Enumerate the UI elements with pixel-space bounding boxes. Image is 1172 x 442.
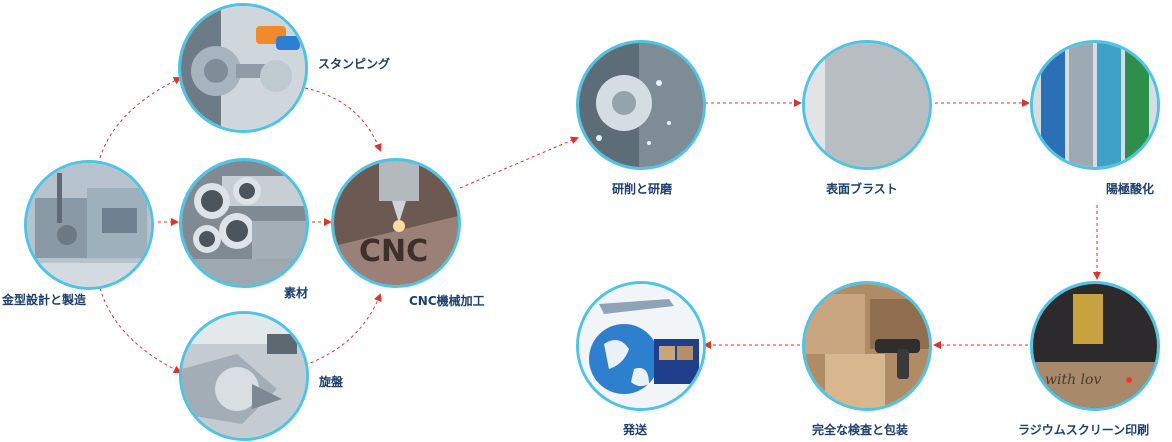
step-mold (24, 160, 154, 290)
svg-text:CNC: CNC (359, 234, 428, 269)
arrow-stamping-to-cnc (304, 87, 382, 152)
step-grinding (576, 40, 706, 170)
svg-text:with lov: with lov (1045, 372, 1101, 388)
step-stamping (178, 3, 308, 133)
label-shipping: 発送 (623, 423, 648, 437)
label-grinding: 研削と研磨 (612, 182, 673, 196)
arrow-mold-to-stamping (99, 77, 182, 159)
step-shipping (576, 281, 706, 411)
step-blasting (802, 40, 932, 170)
anodized-tubes-image (1030, 40, 1160, 170)
step-screen-print: with lov (1030, 281, 1160, 411)
label-inspection: 完全な検査と包装 (812, 423, 909, 437)
laser-engraving-image: CNC (331, 158, 461, 288)
lathe-tooling-image (178, 3, 308, 133)
globe-container-image (576, 281, 706, 411)
arrow-mold-to-lathe (99, 287, 182, 373)
step-cnc: CNC (331, 158, 461, 288)
step-lathe (179, 311, 309, 441)
label-mold: 金型設計と製造 (2, 293, 87, 307)
label-cnc: CNC機械加工 (409, 294, 485, 308)
metal-tubes-image (179, 158, 309, 288)
arrow-lathe-to-cnc (304, 293, 382, 366)
arrow-cnc-to-grinding (459, 136, 579, 189)
water-grinding-image (576, 40, 706, 170)
label-screen-print: ラジウムスクリーン印刷 (1018, 423, 1150, 437)
barcode-scanner-image (802, 281, 932, 411)
step-anodizing (1030, 40, 1160, 170)
label-material: 素材 (284, 286, 309, 300)
blasted-surface-image (802, 40, 932, 170)
mold-machine-image (24, 160, 154, 290)
laser-printing-image: with lov (1030, 281, 1160, 411)
turned-part-image (179, 311, 309, 441)
label-blasting: 表面ブラスト (826, 182, 898, 196)
label-lathe: 旋盤 (319, 375, 344, 389)
step-material (179, 158, 309, 288)
label-stamping: スタンピング (318, 57, 391, 71)
step-inspection (802, 281, 932, 411)
label-anodizing: 陽極酸化 (1106, 182, 1155, 196)
